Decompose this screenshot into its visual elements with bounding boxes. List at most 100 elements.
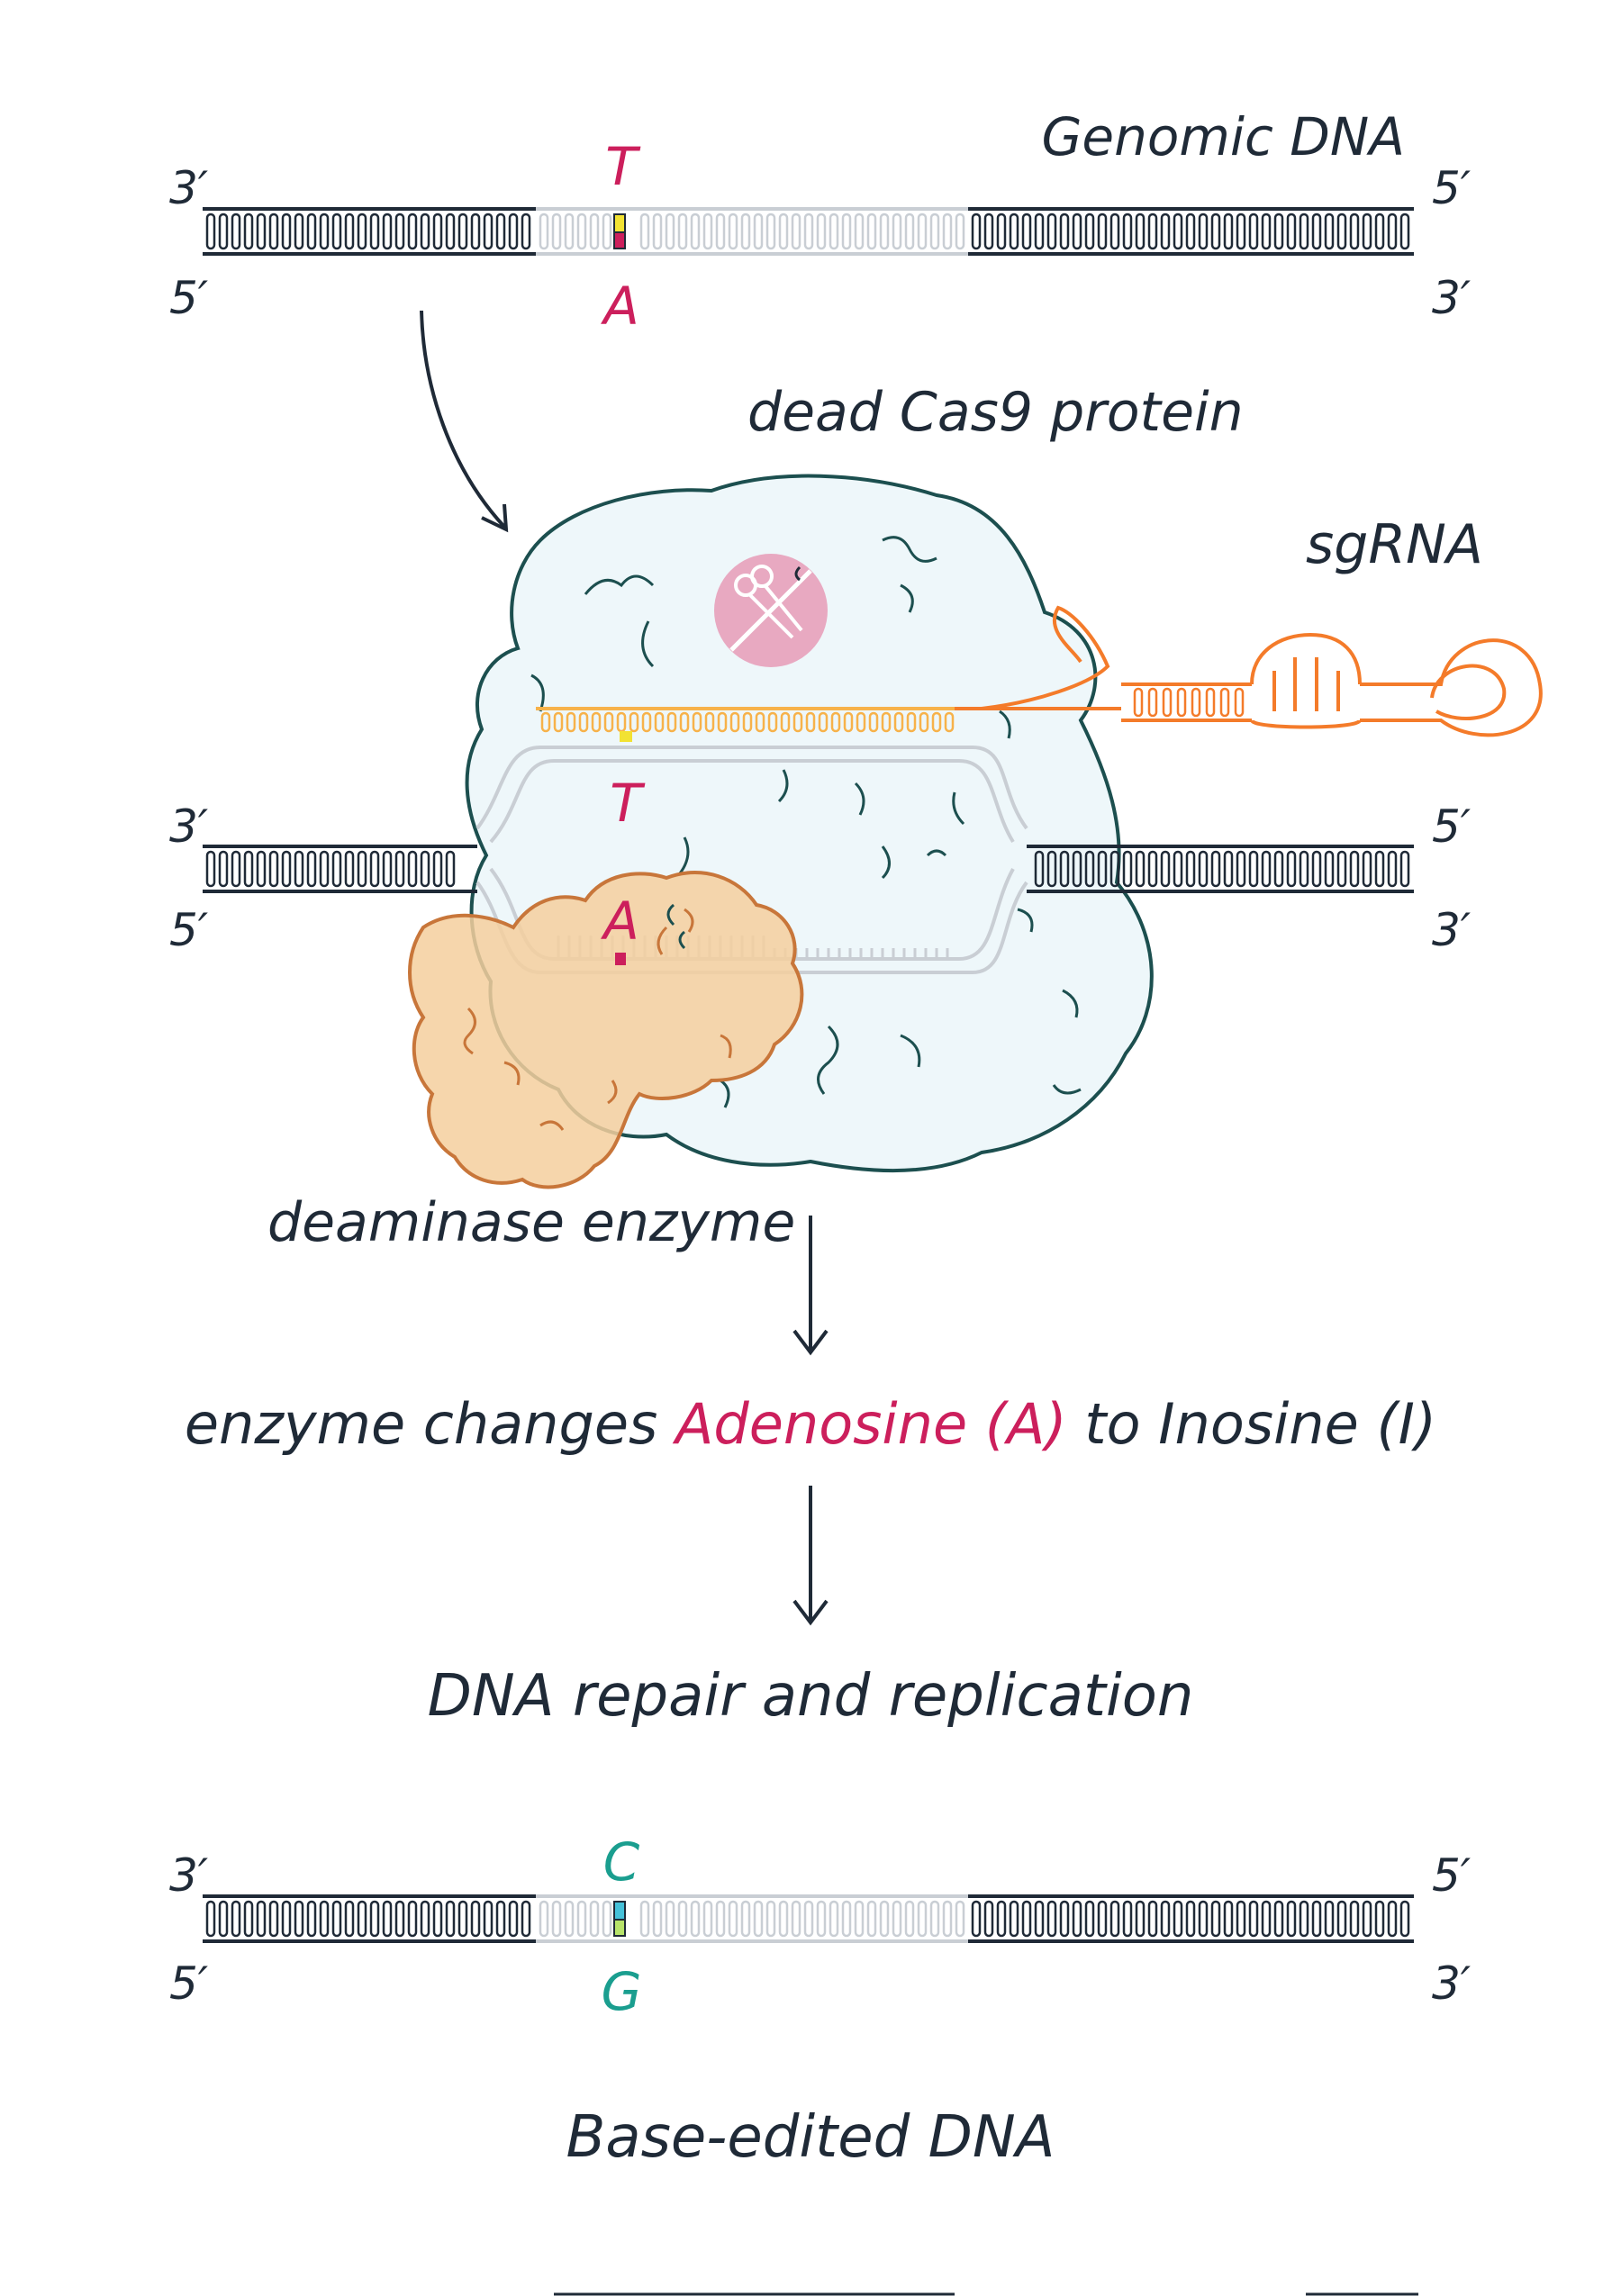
base-pair-rung xyxy=(256,212,267,250)
base-pair-rung xyxy=(816,1900,827,1938)
complex-duplex-base-pairs xyxy=(205,850,1410,888)
sgrna-hairpin-loop-1 xyxy=(981,605,1110,710)
base-pair-rung xyxy=(1135,212,1146,250)
base-pair-rung xyxy=(803,212,814,250)
down-arrow-1-head xyxy=(792,1329,829,1356)
sgrna-stem-rung xyxy=(1219,687,1230,718)
base-pair-rung xyxy=(256,1900,267,1938)
base-pair-rung xyxy=(866,1900,877,1938)
dna-bubble-upper-inner xyxy=(489,759,1015,844)
base-pair-rung xyxy=(1324,850,1335,888)
base-pair-rung xyxy=(483,1900,494,1938)
sgrna-tooth xyxy=(742,711,753,733)
base-pair-rung xyxy=(1273,212,1284,250)
base-pair-rung xyxy=(231,1900,241,1938)
sgrna-tooth xyxy=(893,711,904,733)
base-pair-rung xyxy=(470,212,481,250)
base-pair-rung xyxy=(256,850,267,888)
sgrna-tooth xyxy=(654,711,665,733)
base-pair-rung xyxy=(564,212,575,250)
base-pair-rung xyxy=(1084,850,1095,888)
sgrna-tooth xyxy=(780,711,791,733)
cas9-surface-squiggles xyxy=(530,536,1082,1108)
sgrna-tooth xyxy=(906,711,917,733)
base-pair-rung xyxy=(1160,1900,1171,1938)
base-pair-rung xyxy=(866,212,877,250)
base-pair-rung xyxy=(294,1900,304,1938)
complex-bottom-base: A xyxy=(600,890,639,952)
base-pair-rung xyxy=(420,850,430,888)
base-pair-rung xyxy=(1034,850,1045,888)
genomic-dna-section: Genomic DNA 3′ 5′ 5′ 3′ T A xyxy=(169,106,1472,533)
complex-left-top-end: 3′ xyxy=(169,800,209,853)
base-pair-rung xyxy=(639,1900,650,1938)
base-pair-rung xyxy=(268,212,279,250)
base-pair-rung xyxy=(1399,212,1410,250)
base-pair-rung xyxy=(996,212,1007,250)
base-pair-rung xyxy=(1387,1900,1398,1938)
sgrna-tooth xyxy=(666,711,677,733)
bottom-dna-right-top-end: 5′ xyxy=(1432,1849,1472,1902)
top-dna-base-pairs xyxy=(205,212,1410,250)
top-dna-top-base: T xyxy=(605,136,641,197)
base-pair-rung xyxy=(765,1900,776,1938)
base-pair-rung xyxy=(1387,850,1398,888)
base-pair-rung xyxy=(803,1900,814,1938)
base-pair-rung xyxy=(1286,850,1297,888)
base-pair-rung xyxy=(791,1900,801,1938)
base-pair-rung xyxy=(294,850,304,888)
base-pair-rung xyxy=(841,212,852,250)
base-pair-rung xyxy=(495,1900,506,1938)
base-pair-rung xyxy=(205,850,216,888)
base-pair-rung xyxy=(778,1900,789,1938)
base-pair-rung xyxy=(1046,1900,1057,1938)
base-pair-rung xyxy=(602,212,612,250)
base-pair-rung xyxy=(1286,212,1297,250)
sgrna-stem xyxy=(1121,682,1252,722)
base-pair-rung xyxy=(1374,212,1385,250)
base-pair-rung xyxy=(1185,212,1196,250)
base-pair-rung xyxy=(394,212,405,250)
sgrna-tooth xyxy=(830,711,841,733)
base-pair-rung xyxy=(539,212,549,250)
base-pair-rung xyxy=(955,1900,965,1938)
base-pair-rung xyxy=(1261,1900,1272,1938)
bottom-dna-bottom-base: G xyxy=(602,1961,642,2022)
base-pair-rung xyxy=(394,850,405,888)
base-pair-rung xyxy=(715,212,726,250)
sgrna-tooth xyxy=(767,711,778,733)
base-pair-rung xyxy=(602,1900,612,1938)
base-pair-rung xyxy=(1299,1900,1309,1938)
sgrna-tooth xyxy=(578,711,589,733)
base-pair-rung xyxy=(243,212,254,250)
base-edited-dna-section: C 3′ 5′ 5′ 3′ G Base-edited DNA xyxy=(169,1831,1472,2171)
base-pair-rung xyxy=(1336,212,1347,250)
base-pair-rung xyxy=(1311,1900,1322,1938)
base-pair-rung xyxy=(319,1900,330,1938)
sgrna-tooth xyxy=(641,711,652,733)
complex-left-bottom-end: 5′ xyxy=(169,904,209,956)
sgrna-tooth xyxy=(944,711,955,733)
base-pair-rung xyxy=(294,212,304,250)
base-pair-rung xyxy=(394,1900,405,1938)
base-pair-rung xyxy=(1324,212,1335,250)
sgrna-label: sgRNA xyxy=(1306,513,1483,576)
sgrna-tooth xyxy=(818,711,829,733)
base-pair-rung xyxy=(231,212,241,250)
deamination-step-suffix: to Inosine (I) xyxy=(1067,1391,1437,1457)
deaminase-enzyme-blob xyxy=(408,871,804,1189)
base-pair-rung xyxy=(1059,212,1070,250)
sgrna-stem-rung xyxy=(1133,687,1144,718)
base-pair-rung xyxy=(955,212,965,250)
base-pair-rung xyxy=(1084,212,1095,250)
sgrna-tooth xyxy=(881,711,892,733)
base-pair-rung xyxy=(892,1900,902,1938)
base-pair-rung xyxy=(1349,212,1360,250)
sgrna-stem-rung xyxy=(1176,687,1187,718)
base-pair-rung xyxy=(929,212,940,250)
base-pair-rung xyxy=(1109,850,1120,888)
sgrna-tooth xyxy=(919,711,929,733)
base-pair-rung xyxy=(508,1900,519,1938)
base-pair-rung xyxy=(357,212,367,250)
base-pair-rung xyxy=(1009,1900,1019,1938)
